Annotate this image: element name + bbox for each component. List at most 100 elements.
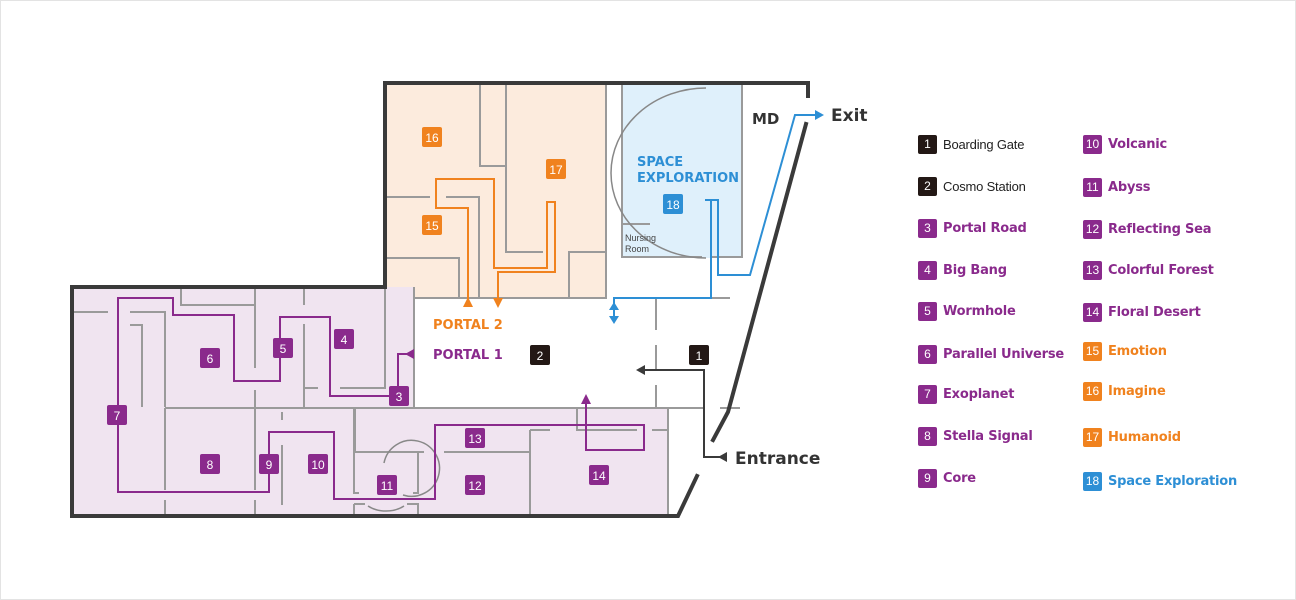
legend-number-badge: 5 bbox=[918, 301, 937, 321]
exit-label[interactable]: Exit bbox=[831, 106, 868, 126]
legend-item-13[interactable]: 13 Colorful Forest bbox=[1083, 260, 1214, 280]
legend-label: Boarding Gate bbox=[943, 136, 1025, 152]
marker-number: 11 bbox=[381, 479, 394, 493]
marker-number: 9 bbox=[266, 458, 273, 472]
legend-item-18[interactable]: 18 Space Exploration bbox=[1083, 471, 1237, 491]
legend-item-15[interactable]: 15 Emotion bbox=[1083, 341, 1167, 361]
legend-number-badge: 14 bbox=[1083, 302, 1102, 322]
route-orange bbox=[435, 178, 556, 300]
legend-number-badge: 9 bbox=[918, 468, 937, 488]
legend-item-3[interactable]: 3 Portal Road bbox=[918, 218, 1027, 238]
legend-number-badge: 16 bbox=[1083, 381, 1102, 401]
arrowheads bbox=[405, 110, 824, 462]
marker-badge bbox=[107, 405, 127, 425]
legend-number-badge: 10 bbox=[1083, 134, 1102, 154]
legend-label: Colorful Forest bbox=[1108, 262, 1214, 278]
legend-label: Core bbox=[943, 470, 976, 486]
marker-badge bbox=[273, 338, 293, 358]
legend-number-badge: 7 bbox=[918, 384, 937, 404]
marker-number: 18 bbox=[666, 198, 680, 212]
legend-label: Wormhole bbox=[943, 303, 1016, 319]
space-label-line1: SPACE bbox=[637, 155, 683, 170]
map-marker-1[interactable]: 1 bbox=[689, 345, 709, 365]
legend-number-badge: 2 bbox=[918, 176, 937, 196]
legend-item-2[interactable]: 2 Cosmo Station bbox=[918, 176, 1026, 196]
marker-badge bbox=[200, 454, 220, 474]
routes bbox=[117, 114, 815, 500]
legend-label: Floral Desert bbox=[1108, 304, 1201, 320]
marker-number: 2 bbox=[537, 349, 544, 363]
marker-number: 16 bbox=[425, 131, 439, 145]
map-marker-8[interactable]: 8 bbox=[200, 454, 220, 474]
map-marker-14[interactable]: 14 bbox=[589, 465, 609, 485]
map-marker-11[interactable]: 11 bbox=[377, 475, 397, 495]
legend-label: Portal Road bbox=[943, 220, 1027, 236]
marker-badge bbox=[334, 329, 354, 349]
map-marker-9[interactable]: 9 bbox=[259, 454, 279, 474]
legend-item-14[interactable]: 14 Floral Desert bbox=[1083, 302, 1201, 322]
map-marker-16[interactable]: 16 bbox=[422, 127, 442, 147]
legend-label: Cosmo Station bbox=[943, 178, 1026, 194]
marker-badge bbox=[422, 127, 442, 147]
map-marker-6[interactable]: 6 bbox=[200, 348, 220, 368]
legend-label: Big Bang bbox=[943, 262, 1007, 278]
marker-number: 5 bbox=[280, 342, 287, 356]
map-marker-15[interactable]: 15 bbox=[422, 215, 442, 235]
map-marker-7[interactable]: 7 bbox=[107, 405, 127, 425]
legend-number-badge: 3 bbox=[918, 218, 937, 238]
legend-label: Space Exploration bbox=[1108, 473, 1238, 489]
map-marker-10[interactable]: 10 bbox=[308, 454, 328, 474]
arrow-entrance-icon bbox=[718, 452, 727, 462]
legend-number-badge: 13 bbox=[1083, 260, 1102, 280]
marker-badge bbox=[308, 454, 328, 474]
marker-number: 15 bbox=[425, 219, 439, 233]
nursing-label-line1: Nursing bbox=[625, 233, 656, 243]
arrow-portal1-icon bbox=[405, 349, 414, 359]
marker-badge bbox=[259, 454, 279, 474]
marker-badge bbox=[589, 465, 609, 485]
legend-item-9[interactable]: 9 Core bbox=[918, 468, 976, 488]
legend-number-badge: 11 bbox=[1083, 177, 1102, 197]
marker-badge bbox=[689, 345, 709, 365]
arrow-blue-down-icon bbox=[609, 316, 619, 324]
map-marker-3[interactable]: 3 bbox=[389, 386, 409, 406]
entrance-label[interactable]: Entrance bbox=[735, 449, 820, 469]
legend-number-badge: 12 bbox=[1083, 219, 1102, 239]
legend-item-6[interactable]: 6 Parallel Universe bbox=[918, 344, 1064, 364]
outer-walls bbox=[70, 81, 810, 518]
legend-item-17[interactable]: 17 Humanoid bbox=[1083, 427, 1181, 447]
legend-item-11[interactable]: 11 Abyss bbox=[1083, 177, 1151, 197]
marker-number: 6 bbox=[207, 352, 214, 366]
arrow-portal2-down-icon bbox=[493, 298, 503, 308]
marker-badge bbox=[663, 194, 683, 214]
legend-item-5[interactable]: 5 Wormhole bbox=[918, 301, 1016, 321]
map-marker-17[interactable]: 17 bbox=[546, 159, 566, 179]
legend-label: Parallel Universe bbox=[943, 346, 1064, 362]
portal1-label: PORTAL 1 bbox=[433, 348, 503, 363]
arrow-boarding-icon bbox=[636, 365, 645, 375]
legend-label: Abyss bbox=[1108, 179, 1151, 195]
legend-number-badge: 6 bbox=[918, 344, 937, 364]
map-marker-18[interactable]: 18 bbox=[663, 194, 683, 214]
route-purple bbox=[117, 297, 645, 500]
legend-label: Humanoid bbox=[1108, 429, 1181, 445]
legend-number-badge: 15 bbox=[1083, 341, 1102, 361]
legend-label: Emotion bbox=[1108, 343, 1167, 359]
map-marker-4[interactable]: 4 bbox=[334, 329, 354, 349]
map-marker-5[interactable]: 5 bbox=[273, 338, 293, 358]
arrow-portal2-up-icon bbox=[463, 297, 473, 307]
marker-badge bbox=[389, 386, 409, 406]
map-marker-12[interactable]: 12 bbox=[465, 475, 485, 495]
marker-number: 13 bbox=[468, 432, 482, 446]
legend-number-badge: 18 bbox=[1083, 471, 1102, 491]
map-marker-13[interactable]: 13 bbox=[465, 428, 485, 448]
legend-number-badge: 17 bbox=[1083, 427, 1102, 447]
map-marker-2[interactable]: 2 bbox=[530, 345, 550, 365]
